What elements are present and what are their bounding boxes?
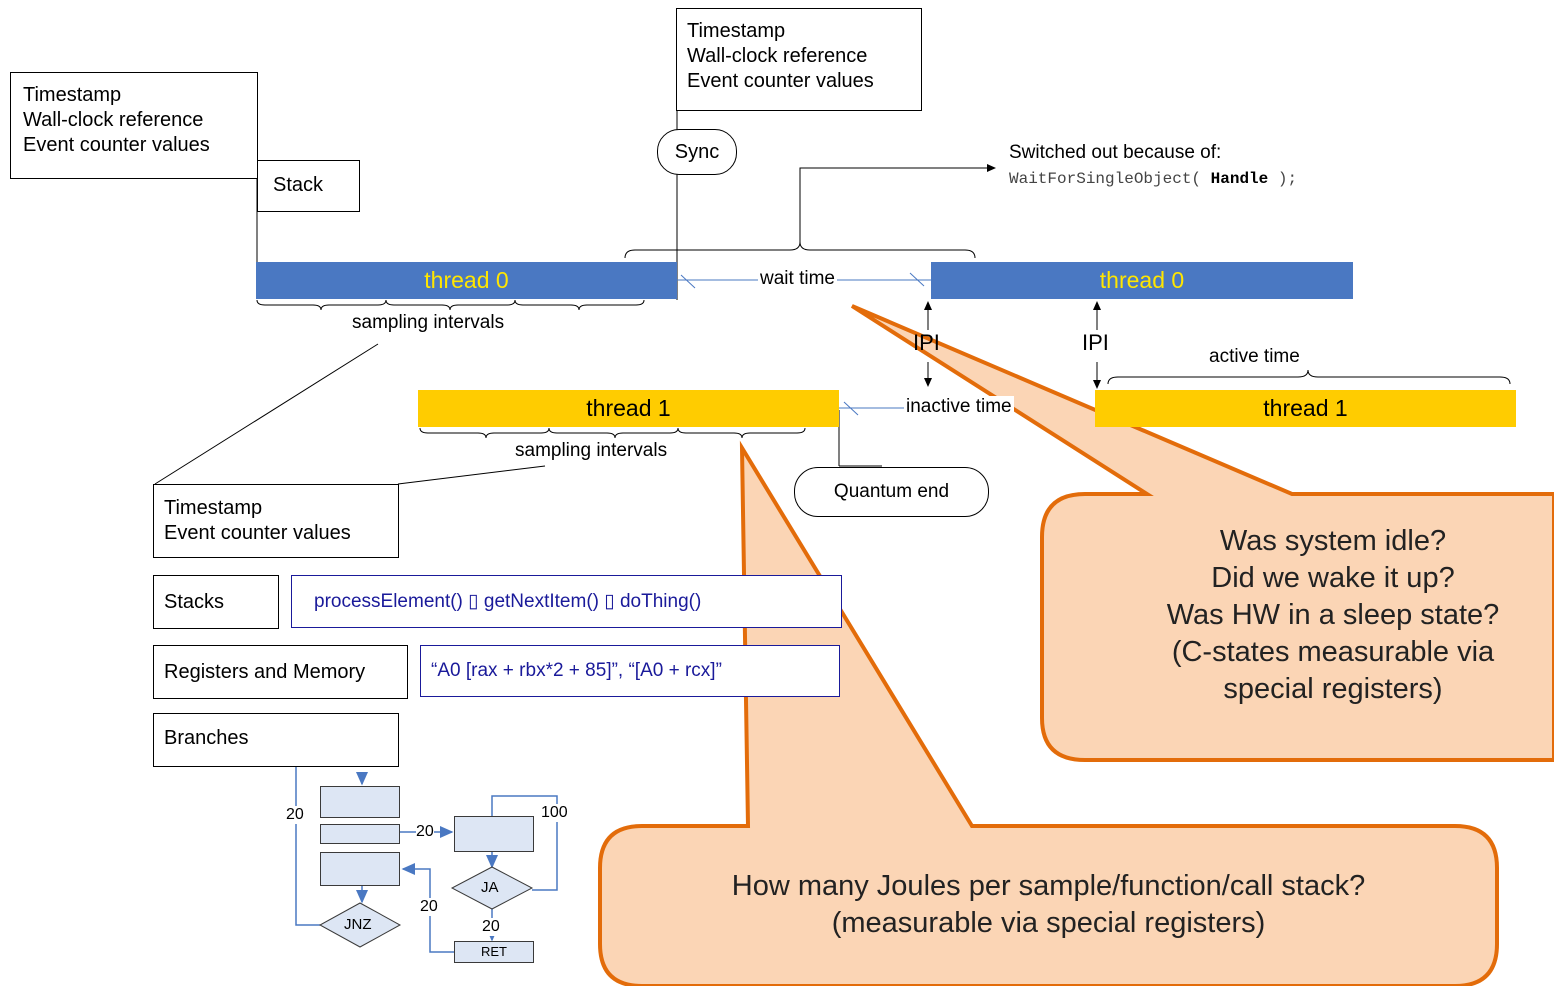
stacks-content-text: processElement() ▯ getNextItem() ▯ doThi…	[314, 591, 702, 612]
wait-tick-right	[909, 272, 925, 287]
sync-line-3: Event counter values	[687, 70, 874, 92]
ret-label: RET	[481, 944, 507, 959]
flowchart-jnz-diamond	[318, 902, 402, 948]
stacks-label: Stacks	[164, 591, 225, 613]
branch-count-loop: 100	[541, 804, 568, 822]
wait-tick-left	[680, 274, 696, 289]
switched-out-code: WaitForSingleObject( Handle );	[1009, 170, 1297, 188]
flowchart-ret-block: RET	[454, 941, 534, 963]
callout-joules-text: How many Joules per sample/function/call…	[600, 868, 1497, 942]
thread1-left-label: thread 1	[586, 395, 671, 421]
leader-sampling-bottom	[397, 465, 546, 485]
top-left-line-1: Timestamp	[23, 84, 122, 106]
branch-count-ret-in: 20	[420, 898, 438, 916]
jnz-label: JNZ	[344, 916, 372, 933]
flowchart-ja-diamond	[450, 866, 534, 910]
leader-sampling-top	[154, 343, 379, 485]
callout-joules-line-1: How many Joules per sample/function/call…	[731, 870, 1366, 902]
stack-label: Stack	[273, 174, 324, 196]
top-left-info-box: Timestamp Wall-clock reference Event cou…	[10, 72, 258, 179]
callout-idle-line-4: (C-states measurable via	[1171, 636, 1495, 668]
braces-thread0	[256, 299, 645, 311]
top-left-line-2: Wall-clock reference	[23, 109, 204, 131]
flowchart-block-2	[320, 824, 400, 844]
callout-idle-text: Was system idle? Did we wake it up? Was …	[1112, 523, 1554, 708]
branches-box: Branches	[153, 713, 399, 767]
branch-count-ret-out: 20	[482, 918, 500, 936]
callout-joules-line-2: (measurable via special registers)	[831, 907, 1266, 939]
registers-content-text: “A0 [rax + rbx*2 + 85]”, “[A0 + rcx]”	[431, 660, 722, 681]
flowchart-block-1	[320, 786, 400, 818]
top-left-line-3: Event counter values	[23, 134, 210, 156]
flowchart-block-4	[454, 816, 534, 852]
code-suffix: );	[1277, 170, 1298, 188]
code-handle: Handle	[1210, 170, 1269, 188]
sampling-intervals-top: sampling intervals	[352, 312, 505, 333]
code-prefix: WaitForSingleObject(	[1009, 170, 1202, 188]
sampling-intervals-bottom: sampling intervals	[515, 440, 668, 461]
ipi-label-left: IPI	[913, 330, 940, 355]
sync-line-2: Wall-clock reference	[687, 45, 868, 67]
stack-box: Stack	[257, 160, 360, 212]
stacks-content: processElement() ▯ getNextItem() ▯ doThi…	[291, 575, 842, 628]
brace-active-time	[1107, 369, 1511, 385]
sync-badge: Sync	[657, 129, 737, 175]
registers-label: Registers and Memory	[164, 661, 366, 683]
active-time-label: active time	[1209, 346, 1300, 367]
switched-out-text: Switched out because of:	[1009, 142, 1222, 163]
callout-idle-line-1: Was system idle?	[1219, 525, 1447, 557]
sample-line-1: Timestamp	[164, 497, 263, 519]
ja-label: JA	[481, 879, 499, 896]
thread0-bar-left: thread 0	[256, 262, 677, 299]
thread0-right-label: thread 0	[1099, 267, 1185, 293]
wait-time-label: wait time	[758, 268, 837, 290]
callout-joules-shape	[598, 440, 1499, 986]
branch-count-left: 20	[286, 806, 304, 824]
quantum-end-label: Quantum end	[833, 481, 950, 502]
callout-idle-line-2: Did we wake it up?	[1211, 562, 1455, 594]
thread1-bar-left: thread 1	[418, 390, 839, 427]
registers-content: “A0 [rax + rbx*2 + 85]”, “[A0 + rcx]”	[420, 645, 840, 697]
callout-idle-line-3: Was HW in a sleep state?	[1166, 599, 1500, 631]
ipi-label-right: IPI	[1082, 330, 1109, 355]
braces-thread1	[419, 427, 806, 439]
sample-line-2: Event counter values	[164, 522, 351, 544]
thread1-bar-right: thread 1	[1095, 390, 1516, 427]
sample-info-box: Timestamp Event counter values	[153, 484, 399, 558]
sync-line-1: Timestamp	[687, 20, 786, 42]
quantum-end-badge: Quantum end	[794, 467, 989, 517]
connector-switched-out	[799, 164, 996, 242]
branch-count-mid: 20	[416, 823, 434, 841]
sync-info-box: Timestamp Wall-clock reference Event cou…	[676, 8, 922, 111]
thread0-bar-right: thread 0	[931, 262, 1353, 299]
callout-idle-shape	[850, 304, 1554, 762]
thread0-left-label: thread 0	[424, 267, 509, 293]
thread1-right-label: thread 1	[1263, 395, 1348, 421]
branches-label: Branches	[164, 727, 249, 749]
inactive-tick	[843, 401, 859, 416]
stacks-box: Stacks	[153, 575, 279, 629]
callout-idle-line-5: special registers)	[1223, 673, 1443, 705]
sync-label: Sync	[674, 141, 720, 163]
registers-box: Registers and Memory	[153, 645, 408, 699]
inactive-time-label: inactive time	[904, 396, 1014, 418]
flowchart-block-3	[320, 852, 400, 886]
